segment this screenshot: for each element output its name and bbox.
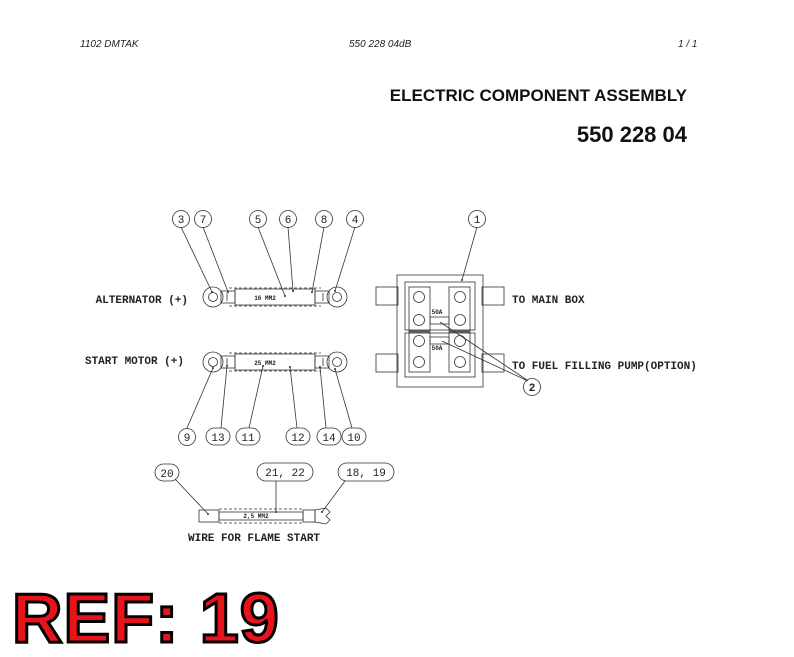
alternator-label: ALTERNATOR (+) xyxy=(96,295,188,307)
callout-8: 8 xyxy=(321,215,328,227)
fuse-box-housing xyxy=(396,274,484,388)
alternator-cable xyxy=(202,286,348,308)
fuse-bottom-rating: 50A xyxy=(432,345,443,352)
callout-21-22: 21, 22 xyxy=(265,468,305,480)
alternator-cable-size: 16 MM2 xyxy=(254,295,276,302)
to-fuel-pump-label: TO FUEL FILLING PUMP(OPTION) xyxy=(512,361,697,373)
to-main-box-label: TO MAIN BOX xyxy=(512,295,585,307)
leader-lines xyxy=(174,226,529,515)
left-terminal-eye xyxy=(202,286,224,308)
callout-14: 14 xyxy=(322,433,336,445)
callout-5: 5 xyxy=(255,215,262,227)
callout-9: 9 xyxy=(184,433,191,445)
callout-20: 20 xyxy=(160,469,173,481)
callout-3: 3 xyxy=(178,215,185,227)
header-document-number: 550 228 04dB xyxy=(349,39,412,50)
tab-left-bottom xyxy=(375,353,399,373)
header-page-number: 1 / 1 xyxy=(678,39,698,50)
flame-wire-size: 2,5 MM2 xyxy=(243,513,269,520)
tab-right-bottom xyxy=(481,353,505,373)
start-motor-cable-size: 25 MM2 xyxy=(254,360,276,367)
right-terminal-eye xyxy=(326,286,348,308)
callout-11: 11 xyxy=(241,433,255,445)
callout-18-19: 18, 19 xyxy=(346,468,386,480)
callout-10: 10 xyxy=(347,433,360,445)
part-number: 550 228 04 xyxy=(576,122,687,147)
callout-1: 1 xyxy=(474,215,481,227)
start-motor-cable xyxy=(202,351,348,373)
callout-13: 13 xyxy=(211,433,224,445)
callout-4: 4 xyxy=(352,215,359,227)
tab-left-top xyxy=(375,286,399,306)
fuse-top-rating: 50A xyxy=(432,309,443,316)
header-code: 1102 DMTAK xyxy=(80,39,139,50)
callout-2: 2 xyxy=(529,383,536,395)
left-terminal-eye xyxy=(202,351,224,373)
fuse-box xyxy=(375,274,505,388)
callout-12: 12 xyxy=(291,433,304,445)
start-motor-label: START MOTOR (+) xyxy=(85,356,184,368)
reference-number: REF: 19 xyxy=(11,579,281,657)
right-terminal-eye xyxy=(326,351,348,373)
callout-6: 6 xyxy=(285,215,292,227)
wire-flame-start-label: WIRE FOR FLAME START xyxy=(188,533,320,545)
page-title: ELECTRIC COMPONENT ASSEMBLY xyxy=(389,86,687,105)
flame-start-wire xyxy=(198,507,331,525)
tab-right-top xyxy=(481,286,505,306)
callout-7: 7 xyxy=(200,215,207,227)
